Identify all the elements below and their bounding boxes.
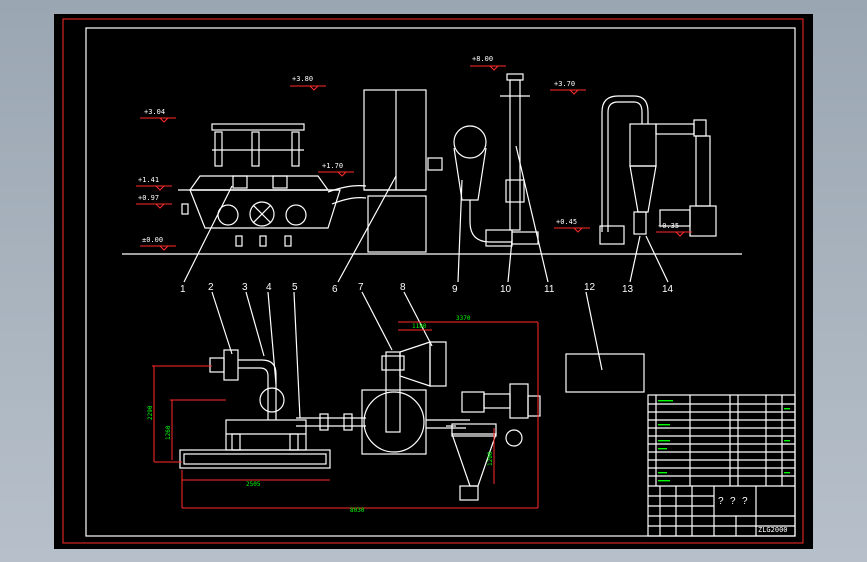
callout-3: 3: [242, 282, 248, 293]
dim-1200: 1200: [487, 451, 494, 466]
callout-9: 9: [452, 284, 458, 295]
callout-14: 14: [662, 284, 674, 295]
svg-text:▬▬: ▬▬: [784, 470, 790, 476]
exhaust-stack: [500, 73, 530, 231]
elevation-marker: +3.70: [550, 80, 586, 95]
drawing-frame: [85, 27, 796, 537]
plan-view: [179, 341, 541, 501]
svg-text:+0.97: +0.97: [138, 194, 159, 202]
svg-text:▬▬▬▬▬: ▬▬▬▬▬: [658, 398, 673, 404]
dimension-lines: [152, 321, 539, 509]
title-block: ▬▬▬▬▬ ▬▬▬▬ ▬▬▬▬ ▬▬▬ ▬▬▬ ▬▬▬▬ ▬▬ ▬▬ ▬▬ ? …: [647, 394, 796, 537]
elevation-marker: +0.97: [136, 194, 172, 209]
elevation-marker: +1.70: [318, 162, 354, 177]
callout-8: 8: [400, 282, 406, 293]
elevation-marker: ±0.00: [140, 236, 176, 251]
drawing-number: ZLG2000: [758, 526, 788, 534]
elevation-marker: +0.45: [554, 218, 590, 233]
svg-text:▬▬▬▬: ▬▬▬▬: [658, 478, 670, 484]
dim-2505: 2505: [246, 481, 261, 488]
item-12-leader: [585, 291, 603, 371]
elevation-leaders: [183, 145, 669, 283]
dimension-texts: 3370 1180 2290 1260 1200 2505 8030: [147, 315, 494, 514]
outer-red-border: [62, 18, 804, 544]
title-q3: ?: [742, 496, 748, 507]
svg-text:+0.45: +0.45: [556, 218, 577, 226]
dim-2290: 2290: [147, 405, 154, 420]
svg-text:▬▬: ▬▬: [784, 438, 790, 444]
elevation-marker: +3.04: [140, 108, 176, 123]
dim-1180: 1180: [412, 323, 427, 330]
callout-4: 4: [266, 282, 272, 293]
drawing-canvas: [54, 14, 813, 549]
elevation-marker: +1.41: [136, 176, 172, 191]
svg-text:▬▬▬: ▬▬▬: [658, 446, 667, 452]
fluid-bed-dryer: [178, 123, 341, 247]
callout-5: 5: [292, 282, 298, 293]
svg-text:+0.35: +0.35: [658, 222, 679, 230]
callout-10: 10: [500, 284, 512, 295]
svg-text:▬▬▬▬: ▬▬▬▬: [658, 422, 670, 428]
dim-3370: 3370: [456, 315, 471, 322]
svg-text:±0.00: ±0.00: [142, 236, 163, 244]
svg-text:+8.00: +8.00: [472, 55, 493, 63]
svg-text:+3.80: +3.80: [292, 75, 313, 83]
plan-leaders: [211, 291, 433, 419]
dim-8030: 8030: [350, 507, 365, 514]
callout-11: 11: [544, 284, 555, 295]
callout-6: 6: [332, 284, 338, 295]
callout-labels: 1 2 3 4 5 6 7 8 9 10 11 12 13 14: [180, 282, 674, 295]
callout-1: 1: [180, 284, 186, 295]
cyclone-separator-b: [599, 95, 717, 245]
elevation-marker: +3.80: [290, 75, 326, 91]
svg-text:+1.70: +1.70: [322, 162, 343, 170]
callout-7: 7: [358, 282, 364, 293]
svg-text:+3.70: +3.70: [554, 80, 575, 88]
title-q2: ?: [730, 496, 736, 507]
callout-2: 2: [208, 282, 214, 293]
hot-air-heater: [363, 89, 443, 253]
dim-1260: 1260: [165, 425, 172, 440]
svg-text:▬▬▬▬: ▬▬▬▬: [658, 438, 670, 444]
svg-text:▬▬: ▬▬: [784, 406, 790, 412]
svg-text:+3.04: +3.04: [144, 108, 165, 116]
cyclone-separator-a: [453, 125, 539, 247]
elevation-marker: +0.35: [656, 222, 692, 237]
svg-text:▬▬▬: ▬▬▬: [658, 470, 667, 476]
elevation-marker: +8.00: [470, 55, 506, 71]
callout-12: 12: [584, 282, 596, 293]
inlet-duct: [327, 185, 367, 205]
svg-text:+1.41: +1.41: [138, 176, 159, 184]
elevation-markers: +3.04 +3.80 +8.00 +3.70 +1.41 +0.97 +1.7…: [136, 55, 692, 251]
title-q1: ?: [718, 496, 724, 507]
callout-13: 13: [622, 284, 634, 295]
item-12-box: [565, 353, 645, 393]
